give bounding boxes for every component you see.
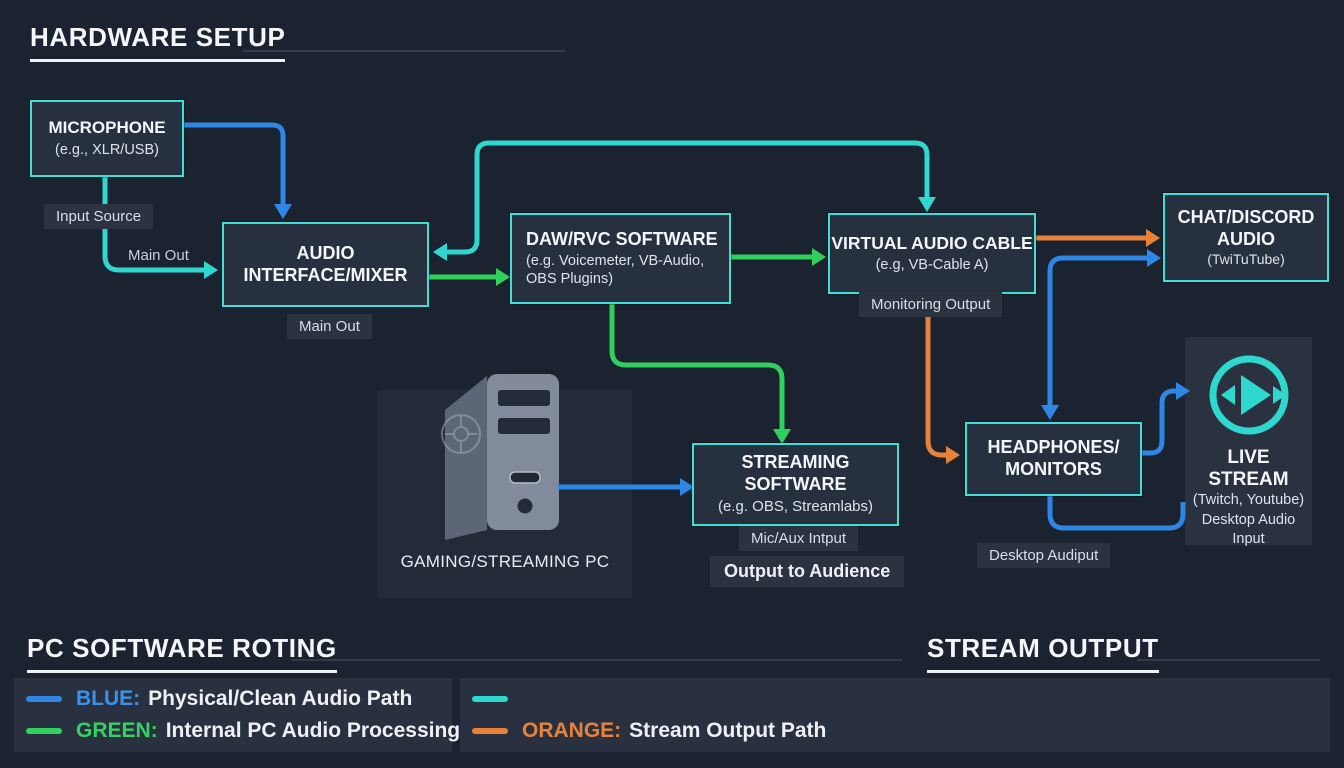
legend-term: ORANGE: bbox=[522, 719, 622, 742]
mic-mainout-arrow bbox=[102, 174, 204, 273]
split-to-chat-headphones-arrow bbox=[1047, 255, 1147, 405]
node-microphone: MICROPHONE (e.g., XLR/USB) bbox=[30, 100, 184, 177]
node-subtitle: (e.g. OBS, Streamlabs) bbox=[717, 498, 874, 516]
node-chat-discord-audio: CHAT/DISCORD AUDIO (TwiTuTube) bbox=[1163, 193, 1329, 282]
node-headphones-monitors: HEADPHONES/ MONITORS bbox=[965, 422, 1142, 496]
node-title: MICROPHONE bbox=[48, 118, 166, 138]
green-arrowheads bbox=[496, 248, 826, 444]
teal-dash-icon bbox=[472, 696, 508, 702]
legend-row-blue: BLUE: Physical/Clean Audio Path bbox=[14, 683, 452, 715]
node-title-line2: MONITORS bbox=[1005, 459, 1102, 479]
teal-arrowheads bbox=[204, 197, 936, 279]
pc-tower-icon bbox=[441, 374, 559, 540]
daw-to-streaming-arrow bbox=[609, 301, 785, 429]
orange-arrowheads bbox=[946, 229, 1160, 464]
live-stream-input-label: Desktop Audio Input bbox=[1201, 511, 1296, 548]
teal-paths bbox=[102, 140, 930, 273]
divider bbox=[243, 50, 565, 52]
blue-dash-icon bbox=[26, 696, 62, 702]
orange-dash-icon bbox=[472, 728, 508, 734]
label-main-out: Main Out bbox=[287, 314, 372, 339]
legend-term: GREEN: bbox=[76, 719, 158, 742]
node-audio-interface: AUDIO INTERFACE/MIXER bbox=[222, 222, 429, 307]
legend-desc: Internal PC Audio Processing bbox=[165, 719, 461, 742]
label-main-out-inline: Main Out bbox=[128, 247, 189, 264]
node-subtitle: (e.g, VB-Cable A) bbox=[875, 257, 989, 274]
blue-paths bbox=[182, 122, 1186, 531]
section-pc-software-routing: PC SOFTWARE ROTING bbox=[27, 633, 337, 673]
live-stream-title: LIVE STREAM bbox=[1208, 447, 1289, 490]
mic-to-interface-arrow bbox=[182, 122, 286, 204]
label-mic-aux-input: Mic/Aux Intput bbox=[739, 526, 859, 551]
node-subtitle-line2: OBS Plugins) bbox=[526, 270, 614, 287]
node-streaming-software: STREAMING SOFTWARE (e.g. OBS, Streamlabs… bbox=[692, 443, 899, 526]
live-stream-panel: LIVE STREAM (Twitch, Youtube) Desktop Au… bbox=[1185, 337, 1312, 547]
headphones-to-livestream-arrow bbox=[1140, 388, 1177, 456]
live-stream-play-icon bbox=[1209, 355, 1288, 435]
blue-arrowheads bbox=[274, 204, 1190, 496]
live-stream-subtitle: (Twitch, Youtube) bbox=[1192, 492, 1305, 508]
label-monitoring-output: Monitoring Output bbox=[859, 292, 1003, 317]
orange-paths bbox=[925, 235, 1146, 458]
divider bbox=[292, 659, 902, 661]
node-title: STREAMING SOFTWARE bbox=[741, 452, 850, 495]
green-dash-icon bbox=[26, 728, 62, 734]
cable-to-headphones-arrow bbox=[925, 291, 946, 458]
node-title-line2: INTERFACE/MIXER bbox=[243, 264, 408, 285]
divider bbox=[1137, 659, 1320, 661]
legend-left-panel: BLUE: Physical/Clean Audio Path GREEN: I… bbox=[14, 678, 460, 752]
legend-row-orange: ORANGE: Stream Output Path bbox=[460, 715, 1330, 747]
section-hardware-setup: HARDWARE SETUP bbox=[30, 22, 286, 62]
node-title: AUDIO bbox=[296, 242, 355, 263]
node-subtitle: (e.g., XLR/USB) bbox=[55, 141, 159, 158]
node-virtual-audio-cable: VIRTUAL AUDIO CABLE (e.g, VB-Cable A) bbox=[828, 213, 1036, 294]
headphones-bottom-loop bbox=[1047, 492, 1186, 531]
interface-cable-monitor-link bbox=[447, 140, 930, 255]
node-title: VIRTUAL AUDIO CABLE bbox=[831, 232, 1033, 253]
legend-term: BLUE: bbox=[76, 687, 141, 710]
legend-row-green: GREEN: Internal PC Audio Processing bbox=[14, 715, 460, 747]
node-title: DAW/RVC SOFTWARE bbox=[526, 228, 718, 249]
label-input-source: Input Source bbox=[44, 204, 154, 229]
node-title-line2: AUDIO bbox=[1217, 228, 1275, 249]
label-output-to-audience: Output to Audience bbox=[710, 556, 905, 587]
legend-row-teal bbox=[460, 683, 1330, 715]
node-daw-software: DAW/RVC SOFTWARE (e.g. Voicemeter, VB-Au… bbox=[510, 213, 731, 304]
section-stream-output: STREAM OUTPUT bbox=[927, 633, 1159, 673]
node-title: HEADPHONES/ bbox=[987, 437, 1120, 458]
label-desktop-audio-input: Desktop Audiput bbox=[977, 543, 1111, 568]
legend-desc: Stream Output Path bbox=[629, 719, 827, 742]
node-subtitle: (TwiTuTube) bbox=[1207, 250, 1285, 267]
legend-desc: Physical/Clean Audio Path bbox=[148, 687, 413, 710]
gaming-pc-label: GAMING/STREAMING PC bbox=[400, 552, 610, 571]
node-subtitle: (e.g. Voicemeter, VB-Audio, bbox=[526, 252, 705, 269]
node-title: CHAT/DISCORD bbox=[1177, 206, 1315, 227]
legend-right-panel: ORANGE: Stream Output Path bbox=[460, 678, 1330, 752]
